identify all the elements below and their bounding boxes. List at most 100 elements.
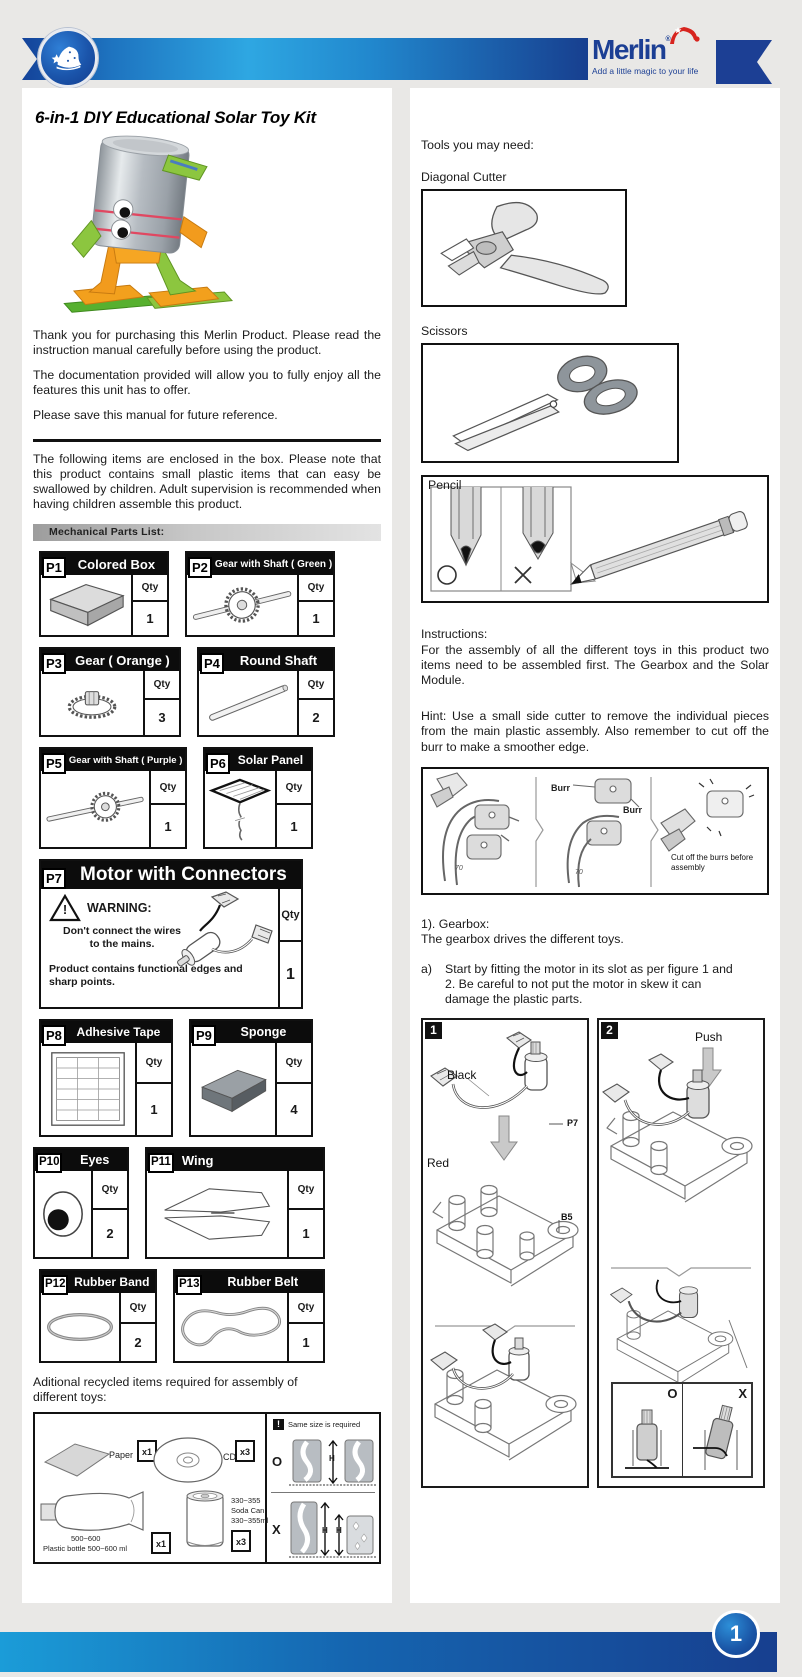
part-name: Eyes [80,1153,110,1167]
header-ribbon-tail [716,40,772,84]
part-id: P3 [42,652,66,674]
colored-box-icon [41,575,131,635]
brand-text: Merlin [592,34,667,65]
part-id: P10 [36,1153,63,1173]
instructions-section: Instructions: For the assembly of all th… [421,627,769,688]
can-qty: x3 [236,1536,247,1547]
intro-paragraph-2: The documentation provided will allow yo… [33,368,381,397]
figure-2-panel: 2 Push [597,1017,765,1488]
tool-label-diagonal-cutter: Diagonal Cutter [421,170,507,185]
product-photo [33,130,381,318]
qty-label: Qty [277,1043,311,1085]
paper-icon [43,1443,111,1477]
plastic-bottle-icon [40,1490,144,1531]
gearbox-section: 1). Gearbox: The gearbox drives the diff… [421,917,769,948]
same-height-cans-illustration [289,1439,377,1486]
can-name-label: Soda Can [231,1505,265,1515]
figure-1-panel: 1 Black Red P7 B5 [421,1017,589,1488]
rubber-belt-icon [175,1293,287,1361]
alert-icon: ! [273,1418,284,1430]
mold-mark: 70 [575,868,583,876]
figure-1-art [430,1031,579,1461]
parts-row-1: P1 Colored Box Qty 1 P2 Gear with Shaft [39,551,381,637]
part-card-p2: P2 Gear with Shaft ( Green ) Qty 1 [185,551,335,637]
qty-value: 2 [312,709,320,725]
burr-label-2: Burr [623,804,643,815]
burr-label-1: Burr [551,782,571,793]
step-a-text: Start by fitting the motor in its slot a… [445,961,733,1007]
page-title: 6-in-1 DIY Educational Solar Toy Kit [35,108,316,127]
part-name: Gear with Shaft ( Green ) [214,558,333,570]
part-card-p4: P4 Round Shaft Qty 2 [197,647,335,737]
part-card-p10: P10 Eyes Qty 2 [33,1147,129,1259]
part-id: P12 [42,1275,69,1295]
part-name: Colored Box [77,556,156,572]
height-label: H [329,1453,335,1463]
wrong-mark: X [738,1385,747,1401]
solar-panel-icon [205,771,275,847]
qty-label: Qty [289,1171,323,1210]
bottle-qty-badge: x1 [151,1531,172,1555]
same-size-panel: ! Same size is required O H X [267,1414,379,1562]
qty-value: 1 [302,1334,310,1350]
pencil-image: Pencil [421,475,769,604]
parts-row-2: P3 Gear ( Orange ) Qty 3 P4 Round Shaft [39,647,381,737]
diagonal-cutter-image [421,189,627,308]
parts-list-header: Mechanical Parts List: [33,524,381,541]
part-id: P9 [192,1024,216,1046]
paper-qty: x1 [142,1446,153,1457]
part-id: P7 [42,867,66,889]
enclosed-items-note: The following items are enclosed in the … [33,452,381,511]
warning-line-2: Product contains functional edges and sh… [49,963,243,989]
burr-removal-diagram: Burr Burr 70 70 Cut off the burrs before… [421,766,769,895]
figure-2-art [602,1047,753,1385]
diagonal-cutter-icon [440,202,609,295]
part-name: Rubber Band [74,1275,150,1289]
motor-orientation-inset: O X [611,1381,753,1478]
part-card-p8: P8 Adhesive Tape Qty 1 [39,1019,173,1137]
paper-label: Paper [109,1449,134,1460]
warning-triangle-icon: ! [49,894,81,922]
correct-mark: O [272,1453,283,1469]
intro-paragraph-3: Please save this manual for future refer… [33,408,278,422]
soda-can-icon [186,1490,224,1547]
section-divider [33,439,381,442]
push-label: Push [695,1029,723,1044]
tool-label-pencil: Pencil [428,478,462,493]
qty-label: Qty [299,671,333,700]
part-card-p11: P11 Wing Qty 1 [145,1147,325,1259]
part-name: Rubber Belt [227,1275,299,1289]
part-name: Round Shaft [239,652,318,668]
qty-value: 4 [290,1102,298,1118]
header-banner: Merlin® Add a little magic to your life [0,27,802,90]
footer-bar [0,1632,777,1672]
gear-with-shaft-icon [41,771,149,847]
height-label: H [322,1525,328,1535]
qty-label: Qty [137,1043,171,1085]
intro-paragraph-1: Thank you for purchasing this Merlin Pro… [33,328,381,357]
qty-value: 1 [286,965,295,983]
part-id: P1 [42,556,66,578]
left-column: 6-in-1 DIY Educational Solar Toy Kit [22,88,392,1603]
part-name: Solar Panel [237,753,304,767]
tools-title: Tools you may need: [421,138,534,152]
part-id: P6 [206,752,230,774]
qty-value: 2 [134,1334,142,1350]
wing-icon [147,1171,287,1257]
qty-label: Qty [145,671,179,700]
part-header: P1 Colored Box [41,553,167,578]
part-header: P2 Gear with Shaft ( Green ) [187,553,333,578]
cd-icon [153,1437,223,1483]
warning-title: WARNING: [87,901,152,915]
qty-value: 1 [146,611,154,626]
brand-tagline: Add a little magic to your life [592,66,699,76]
googly-eye-icon [35,1171,91,1257]
motor-skewed-icon [692,1404,738,1470]
header-ribbon-band [22,38,588,80]
santa-hat-icon [670,27,700,44]
parts-row-3: P5 Gear with Shaft ( Purple ) Qty 1 P6 [39,747,381,849]
height-label: H [336,1525,342,1535]
qty-value: 1 [302,1225,310,1241]
sponge-icon [191,1043,275,1135]
wrong-mark: X [272,1521,281,1537]
